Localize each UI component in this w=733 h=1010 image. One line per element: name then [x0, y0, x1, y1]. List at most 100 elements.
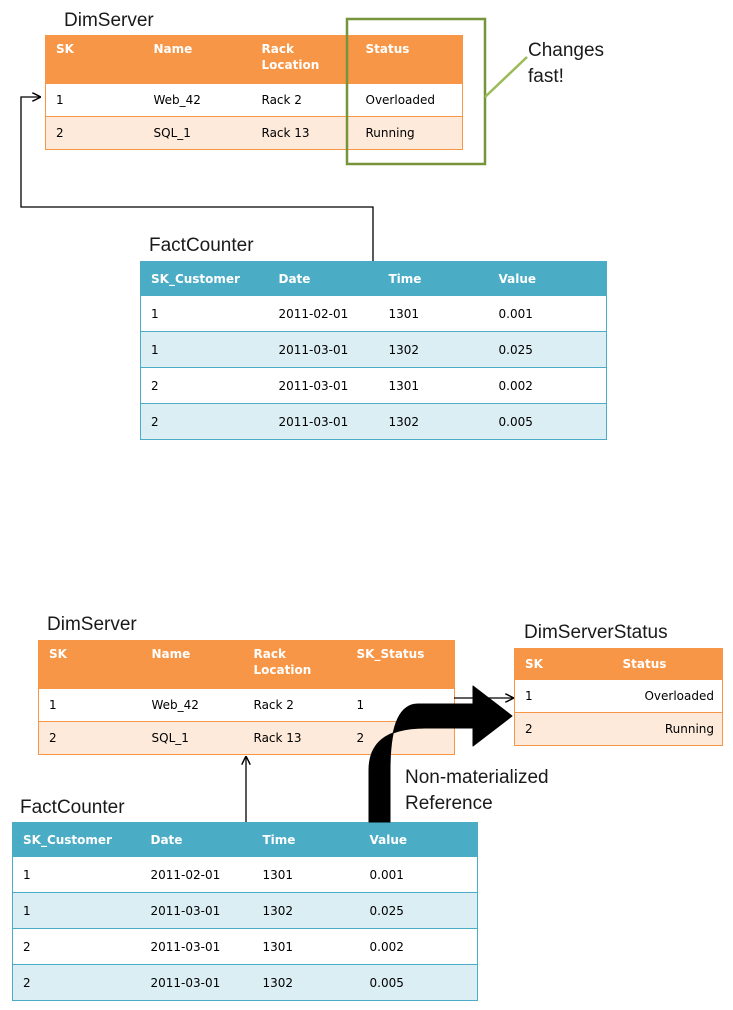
table-row: 1 2011-03-01 1302 0.025 — [12, 892, 478, 929]
column-header: SK — [38, 640, 142, 689]
table-cell: Rack 13 — [243, 721, 347, 755]
table-cell: 0.002 — [488, 367, 607, 404]
changes-fast-callout: Changes fast! — [528, 40, 605, 87]
table-header-row: SK Status — [514, 648, 723, 680]
table-cell: Web_42 — [141, 688, 244, 722]
column-header: Status — [612, 648, 723, 680]
dimserverstatus-table: SK Status 1 Overloaded 2 Running — [514, 648, 723, 746]
table-cell: 2 — [38, 721, 142, 755]
table-cell: Overloaded — [355, 83, 463, 117]
table-cell: 2011-03-01 — [140, 892, 253, 929]
table-cell: 1 — [12, 892, 141, 929]
table-cell: 0.025 — [488, 331, 607, 368]
table-row: 2 SQL_1 Rack 13 Running — [45, 116, 463, 150]
column-header: SK_Customer — [140, 261, 269, 296]
table-cell: 1302 — [378, 331, 489, 368]
table-cell: 1 — [12, 856, 141, 893]
table-cell: 1 — [140, 295, 269, 332]
table-cell: 1 — [45, 83, 144, 117]
top-dimserver-table: SK Name Rack Location Status 1 Web_42 Ra… — [45, 35, 463, 150]
bottom-factcounter-table: SK_Customer Date Time Value 1 2011-02-01… — [12, 822, 478, 1001]
bottom-dimserver-title: DimServer — [47, 614, 137, 635]
table-row: 2 2011-03-01 1301 0.002 — [140, 367, 607, 404]
table-cell: 2011-03-01 — [140, 928, 253, 965]
table-row: 1 Overloaded — [514, 679, 723, 713]
bottom-dimserver-table: SK Name Rack Location SK_Status 1 Web_42… — [38, 640, 455, 755]
table-row: 2 Running — [514, 712, 723, 746]
column-header: Time — [252, 822, 360, 857]
table-cell: 1 — [514, 679, 613, 713]
table-cell: 1 — [140, 331, 269, 368]
table-cell: 2 — [140, 403, 269, 440]
column-header: Date — [140, 822, 253, 857]
top-dimserver-title: DimServer — [64, 10, 154, 31]
table-cell: 0.025 — [359, 892, 478, 929]
callout-line — [484, 56, 528, 98]
column-header: SK — [514, 648, 613, 680]
table-cell: 2 — [514, 712, 613, 746]
table-cell: 1301 — [252, 928, 360, 965]
table-cell: 1 — [346, 688, 455, 722]
column-header: SK_Status — [346, 640, 455, 689]
table-cell: 2 — [12, 928, 141, 965]
table-cell: 1302 — [378, 403, 489, 440]
column-header: Name — [141, 640, 244, 689]
table-cell: SQL_1 — [141, 721, 244, 755]
table-cell: 2 — [346, 721, 455, 755]
table-cell: 0.002 — [359, 928, 478, 965]
table-cell: 1301 — [252, 856, 360, 893]
table-cell: 2 — [45, 116, 144, 150]
table-cell: Rack 13 — [251, 116, 356, 150]
table-cell: SQL_1 — [143, 116, 252, 150]
column-header: Status — [355, 35, 463, 84]
table-row: 1 2011-03-01 1302 0.025 — [140, 331, 607, 368]
column-header: Value — [359, 822, 478, 857]
table-cell: 2011-02-01 — [140, 856, 253, 893]
table-row: 2 SQL_1 Rack 13 2 — [38, 721, 455, 755]
table-cell: 1301 — [378, 295, 489, 332]
column-header: SK_Customer — [12, 822, 141, 857]
top-factcounter-table: SK_Customer Date Time Value 1 2011-02-01… — [140, 261, 607, 440]
table-cell: Rack 2 — [251, 83, 356, 117]
column-header: Value — [488, 261, 607, 296]
table-cell: Web_42 — [143, 83, 252, 117]
table-cell: Rack 2 — [243, 688, 347, 722]
table-cell: 0.005 — [359, 964, 478, 1001]
column-header: Rack Location — [243, 640, 347, 689]
table-cell: 2011-03-01 — [268, 403, 379, 440]
table-row: 2 2011-03-01 1302 0.005 — [12, 964, 478, 1001]
table-row: 1 Web_42 Rack 2 Overloaded — [45, 83, 463, 117]
column-header: Time — [378, 261, 489, 296]
table-cell: 0.001 — [359, 856, 478, 893]
table-cell: 2 — [140, 367, 269, 404]
table-cell: 0.001 — [488, 295, 607, 332]
column-header: Rack Location — [251, 35, 356, 84]
table-cell: Running — [355, 116, 463, 150]
table-cell: 2011-03-01 — [268, 331, 379, 368]
top-factcounter-title: FactCounter — [149, 235, 254, 256]
table-cell: 1302 — [252, 964, 360, 1001]
table-cell: 2011-03-01 — [268, 367, 379, 404]
table-cell: 2011-02-01 — [268, 295, 379, 332]
table-cell: Running — [612, 712, 723, 746]
table-cell: 2011-03-01 — [140, 964, 253, 1001]
table-row: 1 2011-02-01 1301 0.001 — [140, 295, 607, 332]
table-cell: 1301 — [378, 367, 489, 404]
table-row: 1 Web_42 Rack 2 1 — [38, 688, 455, 722]
column-header: Date — [268, 261, 379, 296]
table-row: 2 2011-03-01 1302 0.005 — [140, 403, 607, 440]
bottom-factcounter-title: FactCounter — [20, 797, 125, 818]
table-cell: 1 — [38, 688, 142, 722]
table-cell: 1302 — [252, 892, 360, 929]
table-header-row: SK_Customer Date Time Value — [12, 822, 478, 857]
table-header-row: SK Name Rack Location Status — [45, 35, 463, 84]
dimserverstatus-title: DimServerStatus — [524, 622, 668, 643]
table-cell: 0.005 — [488, 403, 607, 440]
table-cell: 2 — [12, 964, 141, 1001]
table-cell: Overloaded — [612, 679, 723, 713]
table-row: 1 2011-02-01 1301 0.001 — [12, 856, 478, 893]
column-header: SK — [45, 35, 144, 84]
table-row: 2 2011-03-01 1301 0.002 — [12, 928, 478, 965]
table-header-row: SK Name Rack Location SK_Status — [38, 640, 455, 689]
non-materialized-reference-label: Non-materialized Reference — [405, 767, 549, 814]
